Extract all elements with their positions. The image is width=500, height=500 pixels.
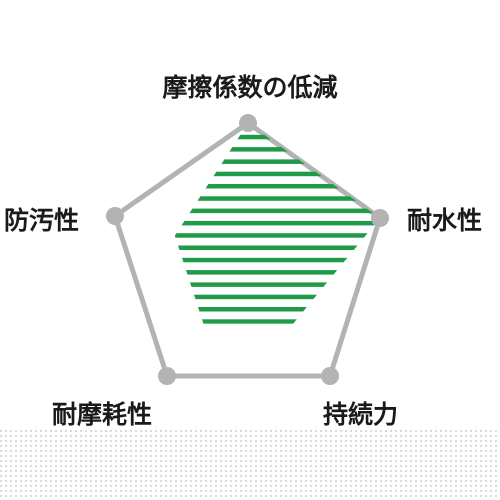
dotted-band <box>0 428 500 500</box>
vertex-marker-4 <box>158 367 176 385</box>
axis-label-water-resistance: 耐水性 <box>407 206 482 235</box>
fill-stripe <box>174 270 380 275</box>
fill-stripe <box>174 171 380 177</box>
fill-stripe <box>174 208 380 214</box>
axis-label-abrasion-resistance: 耐摩耗性 <box>52 400 152 429</box>
radar-frame <box>112 120 383 379</box>
fill-stripe <box>174 147 380 152</box>
axis-vertices <box>106 114 389 385</box>
fill-stripe <box>174 245 380 250</box>
axis-label-durability: 持続力 <box>323 400 398 429</box>
fill-stripe <box>174 159 380 164</box>
fill-stripe <box>174 184 380 189</box>
vertex-marker-5 <box>106 207 124 225</box>
vertex-marker-1 <box>239 114 257 132</box>
fill-stripe <box>174 220 380 226</box>
fill-stripe <box>174 294 380 300</box>
fill-stripe <box>174 319 380 324</box>
fill-stripe <box>174 134 380 140</box>
axis-label-antifouling: 防汚性 <box>4 206 79 235</box>
fill-stripe <box>174 307 380 312</box>
vertex-marker-3 <box>321 367 339 385</box>
fill-stripe <box>174 282 380 287</box>
axis-label-friction: 摩擦係数の低減 <box>162 73 337 102</box>
fill-stripe <box>174 196 380 201</box>
fill-stripe <box>174 233 380 238</box>
vertex-marker-2 <box>371 209 389 227</box>
fill-stripe <box>174 257 380 263</box>
